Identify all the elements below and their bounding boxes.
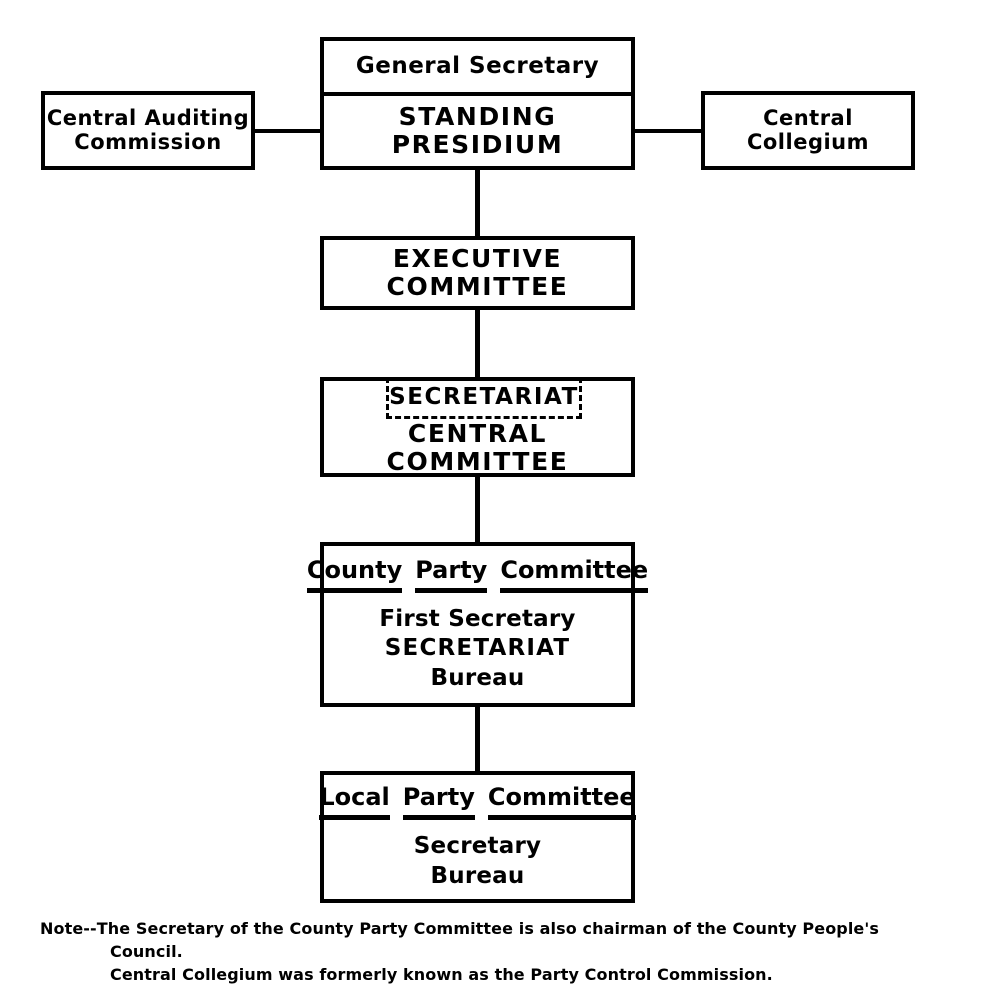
footnote-row-1: Note-- The Secretary of the County Party… [40,917,940,940]
local-party-heading-word-2: Party [402,783,475,821]
connector-county-to-local [475,704,480,773]
central-committee-secretariat-label: SECRETARIAT [389,383,579,410]
central-auditing-line-2: Commission [74,129,222,154]
local-party-bureau-label: Bureau [430,862,525,889]
connector-central-to-county [475,474,480,544]
county-party-bureau-label: Bureau [430,664,525,691]
central-committee-secretariat-box[interactable]: SECRETARIAT [386,377,582,419]
local-party-committee-heading: Local Party Committee [319,783,636,821]
connector-presidium-to-collegium [632,129,703,133]
node-central-collegium[interactable]: Central Collegium [701,91,915,170]
county-party-first-secretary-label: First Secretary [379,605,576,632]
standing-presidium-label: STANDING PRESIDIUM [391,102,564,159]
node-central-auditing-commission[interactable]: Central Auditing Commission [41,91,255,170]
county-party-heading-word-1: County [306,556,403,593]
central-auditing-line-1: Central Auditing [46,105,250,130]
central-collegium-line-1: Central [763,105,853,130]
node-county-party-committee[interactable]: County Party Committee First Secretary S… [306,542,649,707]
county-party-heading-word-3: Committee [500,556,649,593]
footnote: Note-- The Secretary of the County Party… [40,917,940,987]
central-collegium-line-2: Collegium [746,129,870,154]
node-local-party-committee[interactable]: Local Party Committee Secretary Bureau [319,771,636,903]
county-party-secretariat-label: SECRETARIAT [384,635,571,662]
local-party-heading-word-1: Local [319,783,390,821]
standing-presidium-general-secretary-label: General Secretary [355,52,600,79]
county-party-committee-heading: County Party Committee [306,556,649,593]
footnote-line-3: Central Collegium was formerly known as … [110,965,773,985]
node-central-committee[interactable]: SECRETARIAT CENTRAL COMMITTEE [320,377,635,477]
footnote-tag: Note-- [40,919,97,938]
county-party-heading-word-2: Party [415,556,488,593]
standing-presidium-divider [324,92,631,96]
footnote-line-2: Council. [110,942,183,962]
connector-executive-to-central [475,307,480,379]
node-standing-presidium[interactable]: General Secretary STANDING PRESIDIUM [320,37,635,170]
local-party-heading-word-3: Committee [487,783,636,821]
local-party-secretary-label: Secretary [413,833,542,860]
connector-auditing-to-presidium [255,129,324,133]
connector-presidium-to-executive [475,168,480,238]
central-committee-label: CENTRAL COMMITTEE [386,419,569,476]
executive-committee-label: EXECUTIVE COMMITTEE [386,244,569,301]
footnote-line-1: The Secretary of the County Party Commit… [96,919,879,938]
node-executive-committee[interactable]: EXECUTIVE COMMITTEE [320,236,635,310]
